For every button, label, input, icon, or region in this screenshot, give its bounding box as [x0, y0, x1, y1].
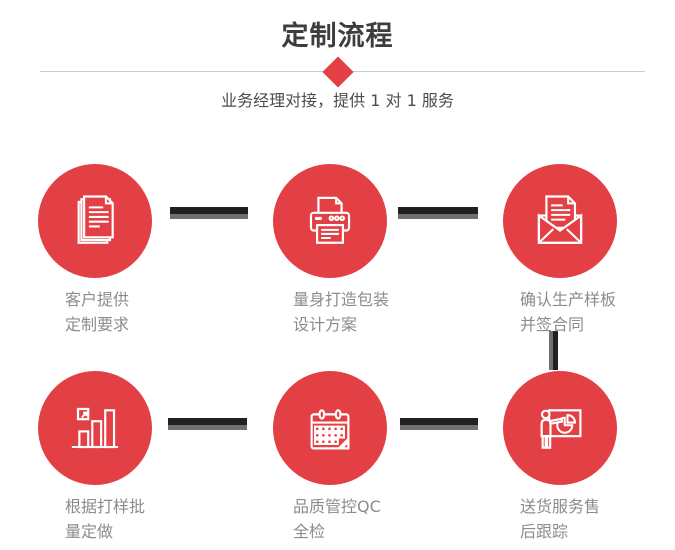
connector-row1-b — [398, 207, 478, 219]
connector-row2-b — [400, 418, 478, 430]
step-label-1: 客户提供 定制要求 — [65, 290, 130, 334]
page-title: 定制流程 — [281, 21, 394, 52]
step-circle-2 — [273, 164, 387, 278]
step-circle-5 — [273, 371, 387, 485]
bar-chart-icon — [71, 407, 119, 449]
subtitle: 业务经理对接，提供 1 对 1 服务 — [221, 91, 454, 110]
diamond-icon — [321, 56, 354, 88]
step-circle-4 — [38, 371, 152, 485]
connector-vertical — [549, 331, 558, 370]
step-circle-3 — [503, 164, 617, 278]
presentation-icon — [540, 409, 582, 449]
step-label-3: 确认生产样板 并签合同 — [520, 290, 617, 334]
connector-row2-a — [168, 418, 247, 430]
connector-row1-a — [170, 207, 248, 219]
step-label-2: 量身打造包装 设计方案 — [293, 290, 390, 334]
step-label-4: 根据打样批 量定做 — [65, 497, 146, 541]
calendar-icon — [310, 409, 350, 450]
step-label-6: 送货服务售 后跟踪 — [520, 497, 601, 541]
step-circle-1 — [38, 164, 152, 278]
step-circle-6 — [503, 371, 617, 485]
printer-icon — [309, 196, 351, 244]
documents-icon — [77, 195, 114, 244]
envelope-icon — [537, 195, 583, 244]
step-label-5: 品质管控QC 全检 — [293, 497, 381, 541]
